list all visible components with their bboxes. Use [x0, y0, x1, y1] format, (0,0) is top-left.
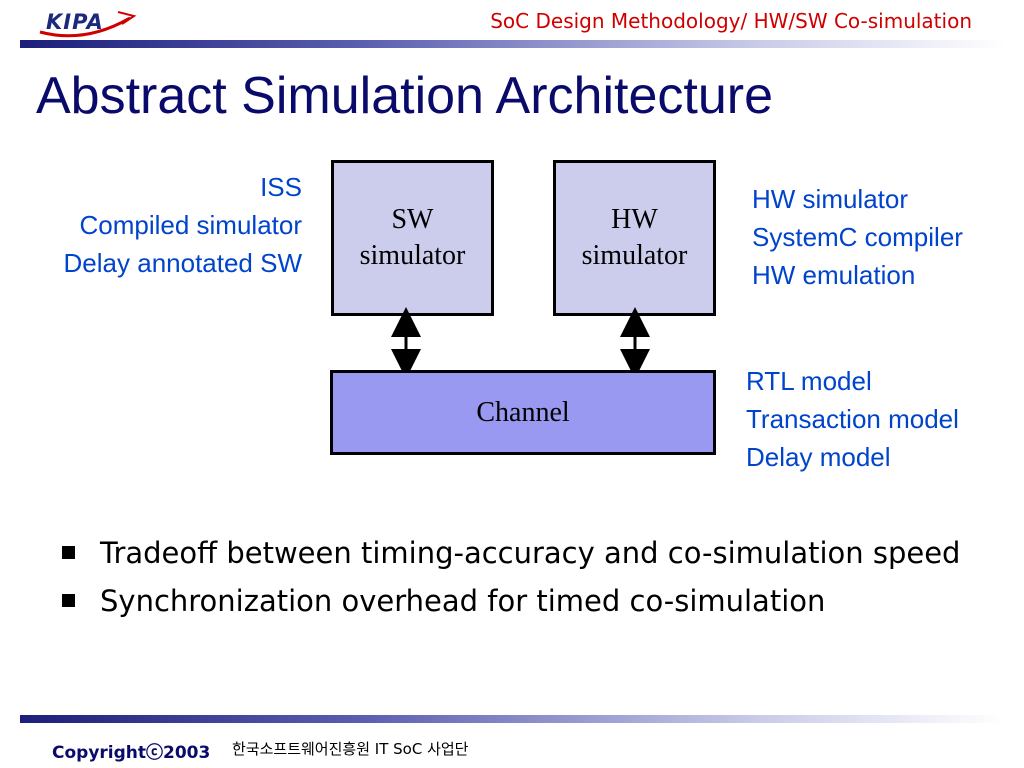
- bullet-square-icon: [62, 546, 75, 559]
- hw-box-line1: HW: [611, 204, 658, 235]
- sw-box-line2: simulator: [359, 240, 466, 271]
- channel-box: Channel: [330, 370, 716, 455]
- organization-text: 한국소프트웨어진흥원 IT SoC 사업단: [232, 740, 469, 758]
- footer-divider: [20, 715, 1004, 723]
- channel-note: Delay model: [746, 442, 891, 472]
- bullet-list: Tradeoff between timing-accuracy and co-…: [62, 534, 962, 630]
- sw-note: ISS: [260, 172, 302, 202]
- logo-text: KIPA: [46, 10, 104, 34]
- kipa-logo: KIPA: [30, 4, 140, 40]
- sw-note: Compiled simulator: [79, 210, 302, 240]
- bullet-item: Tradeoff between timing-accuracy and co-…: [62, 534, 962, 572]
- hw-note: HW emulation: [752, 260, 916, 290]
- channel-note: RTL model: [746, 366, 872, 396]
- hw-box-line2: simulator: [581, 240, 688, 271]
- bullet-text: Tradeoff between timing-accuracy and co-…: [100, 536, 961, 570]
- copyright-text: Copyrightⓒ2003: [52, 743, 211, 763]
- sw-box-line1: SW: [391, 204, 434, 235]
- sw-simulator-notes: ISS Compiled simulator Delay annotated S…: [64, 168, 302, 282]
- header-divider: [20, 40, 1004, 48]
- sw-note: Delay annotated SW: [63, 248, 302, 278]
- hw-note: SystemC compiler: [752, 222, 963, 252]
- slide-title: Abstract Simulation Architecture: [36, 67, 773, 125]
- hw-simulator-notes: HW simulator SystemC compiler HW emulati…: [752, 180, 963, 294]
- logo-swoosh-icon: [39, 11, 137, 38]
- bullet-item: Synchronization overhead for timed co-si…: [62, 582, 962, 620]
- sw-simulator-box: SW simulator: [331, 160, 494, 316]
- bullet-square-icon: [62, 594, 75, 607]
- hw-note: HW simulator: [752, 184, 909, 214]
- header-title: SoC Design Methodology/ HW/SW Co-simulat…: [490, 9, 972, 33]
- bullet-text: Synchronization overhead for timed co-si…: [100, 584, 826, 618]
- channel-notes: RTL model Transaction model Delay model: [746, 362, 959, 476]
- hw-simulator-box: HW simulator: [553, 160, 716, 316]
- channel-note: Transaction model: [746, 404, 959, 434]
